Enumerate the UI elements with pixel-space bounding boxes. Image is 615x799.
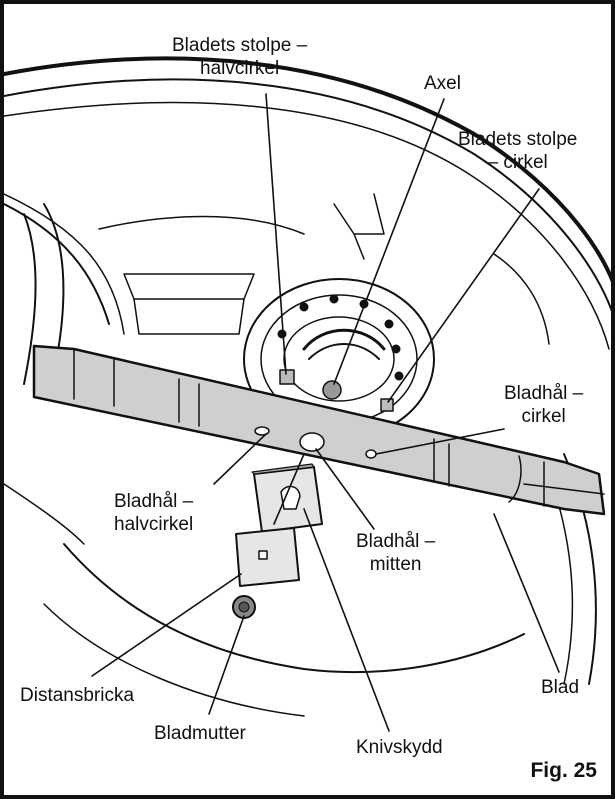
figure-label: Fig. 25 (530, 759, 597, 782)
spacer-washer (235, 527, 300, 587)
label-bladets-stolpe-halvcirkel: Bladets stolpe – halvcirkel (172, 35, 308, 79)
deck-outline (4, 56, 611, 717)
label-distansbricka: Distansbricka (20, 685, 135, 706)
mower-deck-illustration (4, 56, 611, 732)
blade-posts (279, 369, 394, 412)
label-bladhal-cirkel: Bladhål – cirkel (504, 383, 584, 427)
label-knivskydd: Knivskydd (356, 737, 443, 758)
spindle-hub (243, 278, 435, 440)
blade-shape (32, 344, 606, 516)
leader-lines (91, 93, 560, 732)
label-bladets-stolpe-cirkel: Bladets stolpe – cirkel (458, 129, 578, 173)
label-bladhal-mitten: Bladhål – mitten (356, 531, 436, 575)
label-bladmutter: Bladmutter (154, 723, 246, 744)
deck-ribs (123, 193, 550, 345)
label-bladhal-halvcirkel: Bladhål – halvcirkel (114, 491, 194, 535)
blade-nut (232, 595, 256, 619)
label-blad: Blad (541, 677, 580, 698)
blade-guard (251, 463, 323, 533)
label-axel: Axel (424, 73, 461, 94)
